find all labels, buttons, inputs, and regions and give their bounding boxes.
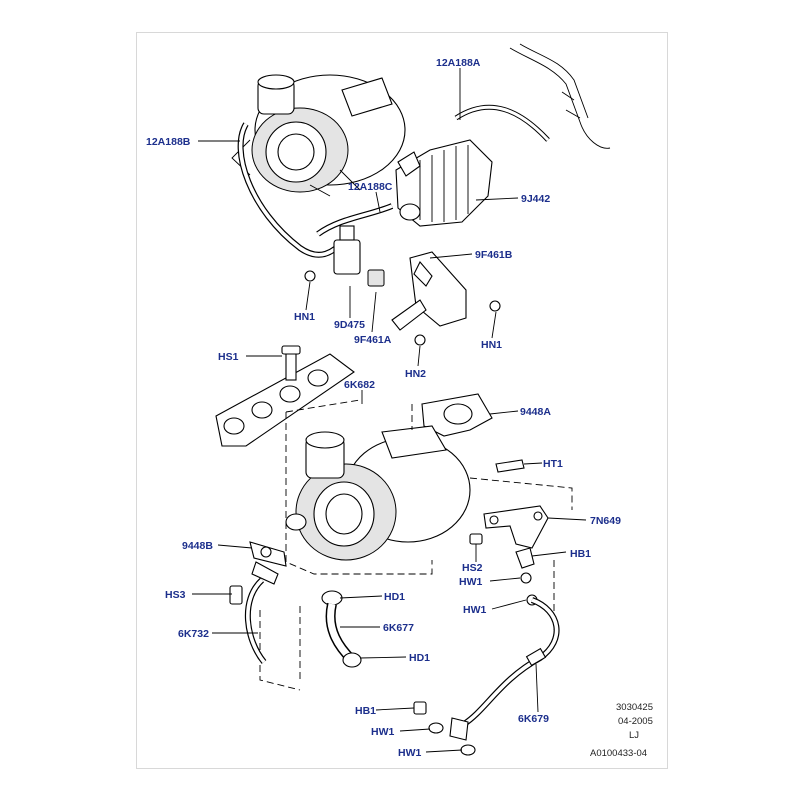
- label-hn1-left: HN1: [294, 311, 315, 323]
- label-6k732: 6K732: [178, 628, 209, 640]
- label-12a188a: 12A188A: [436, 57, 481, 69]
- label-hw1-d: HW1: [398, 747, 421, 759]
- label-9j442: 9J442: [521, 193, 550, 205]
- label-hn2: HN2: [405, 368, 426, 380]
- leader-lines: [192, 68, 587, 753]
- vacuum-hoses: [237, 43, 611, 258]
- label-9f461a: 9F461A: [354, 334, 392, 346]
- footer-reference: 3030425 04-2005 LJ A0100433-04: [590, 702, 653, 759]
- footer-date: 04-2005: [618, 716, 653, 727]
- footer-initials: LJ: [629, 730, 639, 741]
- label-hb1-lower: HB1: [355, 705, 376, 717]
- label-hs1: HS1: [218, 351, 239, 363]
- main-turbocharger-6k682: [285, 425, 471, 561]
- diagram-panel: [136, 32, 668, 769]
- label-9d475: 9D475: [334, 319, 365, 331]
- label-9f461b: 9F461B: [475, 249, 513, 261]
- label-hb1-upper: HB1: [570, 548, 591, 560]
- gasket-9448a: [421, 393, 525, 473]
- label-12a188c: 12A188C: [348, 181, 393, 193]
- label-hd1-lower: HD1: [409, 652, 430, 664]
- label-9448b: 9448B: [182, 540, 213, 552]
- label-hd1-upper: HD1: [384, 591, 405, 603]
- solenoid-and-brackets: [304, 225, 501, 346]
- label-6k682: 6K682: [344, 379, 375, 391]
- label-hs2: HS2: [462, 562, 483, 574]
- oil-feed-pipe-6k732: [229, 541, 287, 664]
- label-ht1: HT1: [543, 458, 563, 470]
- label-6k677: 6K677: [383, 622, 414, 634]
- oil-return-hose-6k677: [321, 590, 362, 668]
- bracket-7n649: [469, 505, 549, 606]
- upper-turbocharger: [231, 74, 406, 197]
- label-12a188b: 12A188B: [146, 136, 191, 148]
- label-hw1-c: HW1: [371, 726, 394, 738]
- callout-labels: 12A188A 12A188B 12A188C 9J442 9F461B HN1…: [146, 57, 621, 759]
- label-9448a: 9448A: [520, 406, 551, 418]
- intake-pipe-9j442: [395, 139, 493, 227]
- footer-reference-code: A0100433-04: [590, 748, 647, 759]
- label-hs3: HS3: [165, 589, 186, 601]
- label-hn1-right: HN1: [481, 339, 502, 351]
- label-6k679: 6K679: [518, 713, 549, 725]
- exhaust-manifold: [215, 345, 355, 447]
- footer-number: 3030425: [616, 702, 653, 713]
- label-hw1-a: HW1: [459, 576, 482, 588]
- label-7n649: 7N649: [590, 515, 621, 527]
- assembly-boundaries: [259, 399, 573, 691]
- label-hw1-b: HW1: [463, 604, 486, 616]
- oil-pipe-6k679: [413, 597, 560, 756]
